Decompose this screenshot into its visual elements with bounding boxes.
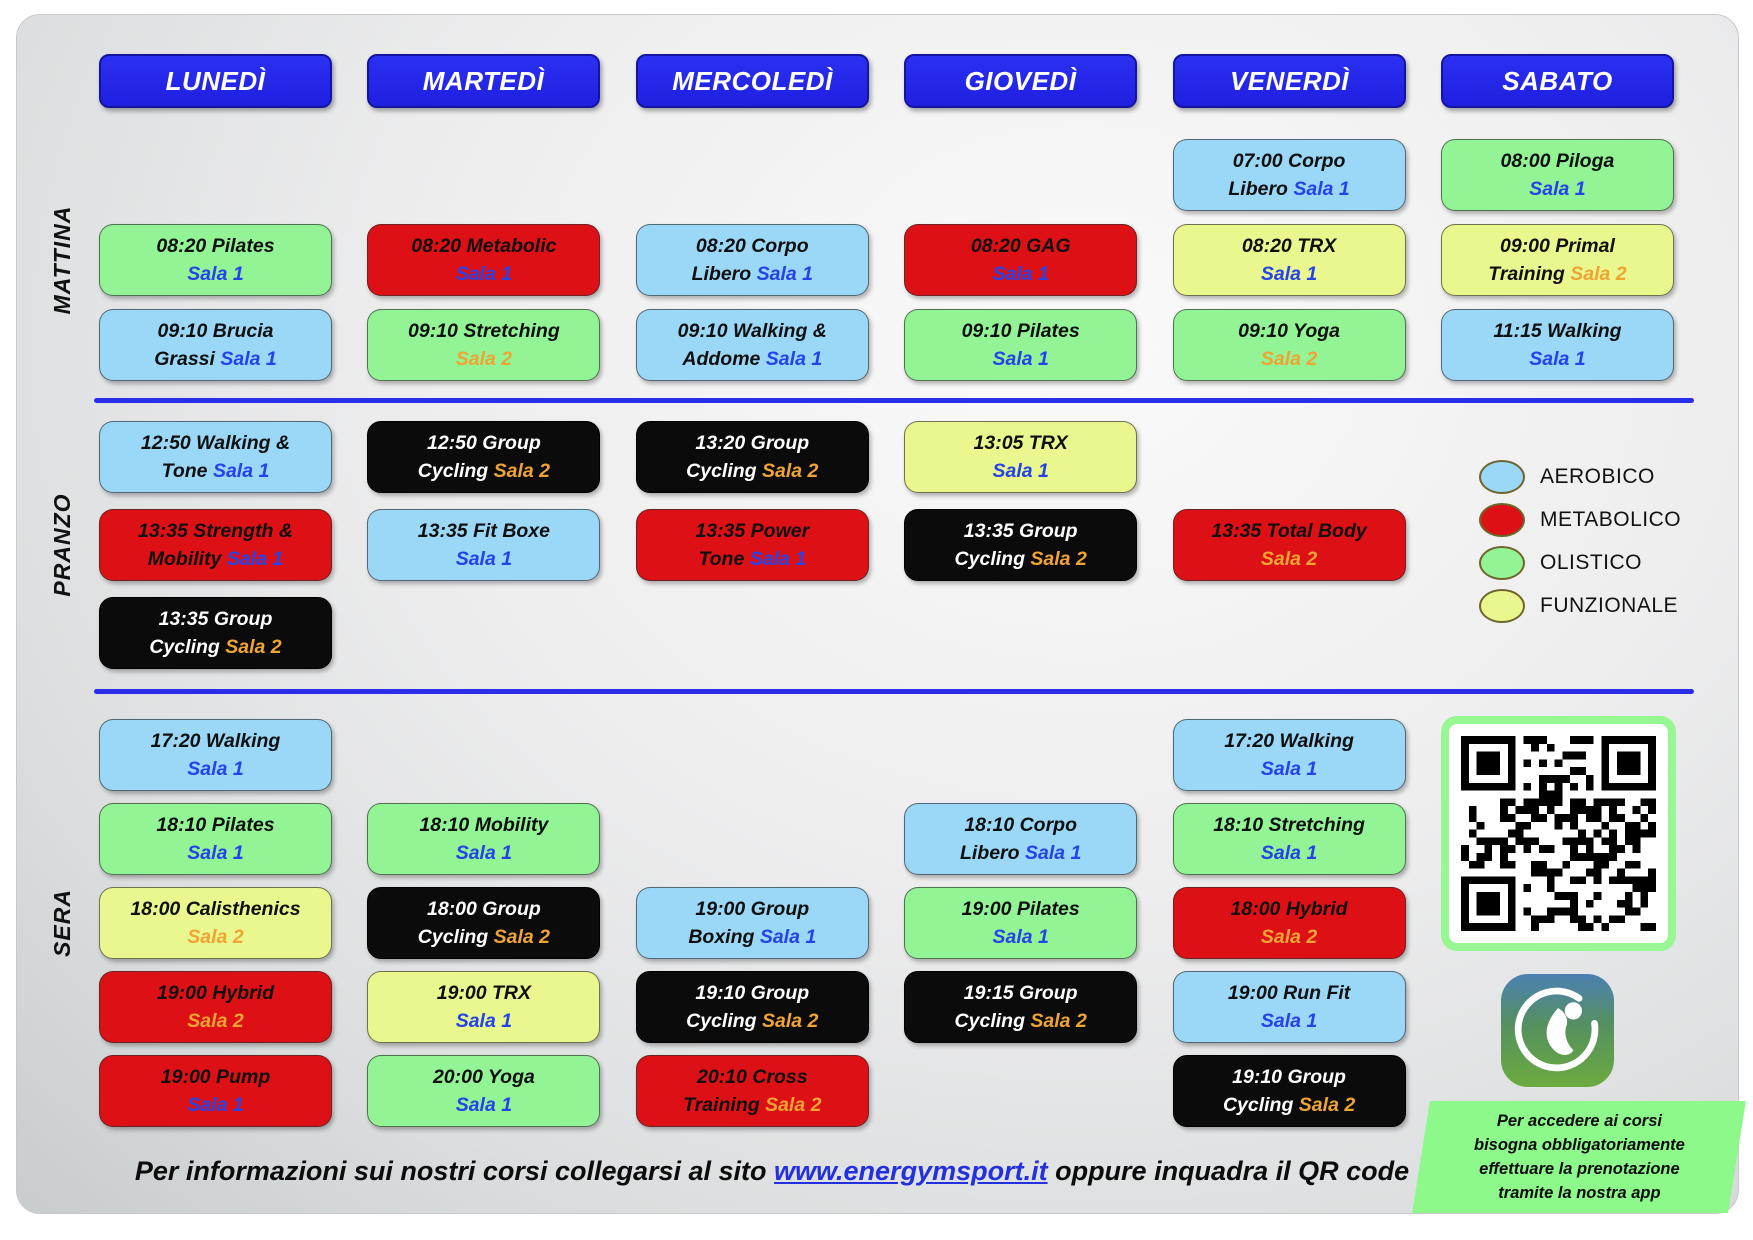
- section-divider: [94, 689, 1694, 694]
- legend-label: AEROBICO: [1540, 464, 1655, 488]
- legend-item-metabolico: METABOLICO: [1479, 498, 1681, 541]
- schedule-cell: 09:10 Walking &Addome Sala 1: [635, 309, 869, 381]
- legend: AEROBICO METABOLICO OLISTICO FUNZIONALE: [1479, 455, 1681, 627]
- section-label-mattina: MATTINA: [49, 205, 75, 315]
- legend-swatch-funzionale-icon: [1479, 588, 1525, 623]
- schedule-cell: 12:50 Walking &Tone Sala 1: [99, 421, 332, 493]
- day-header-martedi: MARTEDÌ: [367, 54, 600, 108]
- schedule-cell: 13:35 Strength &Mobility Sala 1: [99, 509, 332, 581]
- qr-pattern-icon: [1461, 736, 1656, 931]
- section-label-sera: SERA: [49, 889, 75, 957]
- legend-item-olistico: OLISTICO: [1479, 541, 1681, 584]
- legend-label: OLISTICO: [1540, 550, 1643, 574]
- note-line: Per accedere ai corsi: [1496, 1112, 1662, 1130]
- website-link[interactable]: www.energymsport.it: [774, 1156, 1048, 1186]
- qr-code: [1441, 716, 1676, 951]
- day-header-venerdi: VENERDÌ: [1173, 54, 1406, 108]
- section-label-pranzo: PRANZO: [49, 493, 75, 597]
- day-header-mercoledi: MERCOLEDÌ: [636, 54, 869, 108]
- footer-text-post: oppure inquadra il QR code: [1047, 1156, 1410, 1186]
- footer-info: Per informazioni sui nostri corsi colleg…: [17, 1156, 1527, 1187]
- day-header-lunedi: LUNEDÌ: [99, 54, 332, 108]
- legend-swatch-aerobico-icon: [1479, 459, 1525, 494]
- day-header-giovedi: GIOVEDÌ: [904, 54, 1137, 108]
- legend-swatch-olistico-icon: [1479, 545, 1525, 580]
- legend-swatch-metabolico-icon: [1479, 502, 1525, 537]
- section-divider: [94, 398, 1694, 403]
- note-line: bisogna obbligatoriamente: [1473, 1136, 1685, 1154]
- day-header-sabato: SABATO: [1441, 54, 1674, 108]
- schedule-card: LUNEDÌ MARTEDÌ MERCOLEDÌ GIOVEDÌ VENERDÌ…: [16, 14, 1746, 1214]
- person-swoosh-icon: [1514, 987, 1598, 1071]
- legend-item-aerobico: AEROBICO: [1479, 455, 1681, 498]
- legend-label: METABOLICO: [1540, 507, 1682, 531]
- footer-text-pre: Per informazioni sui nostri corsi colleg…: [134, 1156, 775, 1186]
- legend-item-funzionale: FUNZIONALE: [1479, 584, 1681, 627]
- app-logo-icon: [1501, 974, 1614, 1087]
- legend-label: FUNZIONALE: [1540, 593, 1679, 617]
